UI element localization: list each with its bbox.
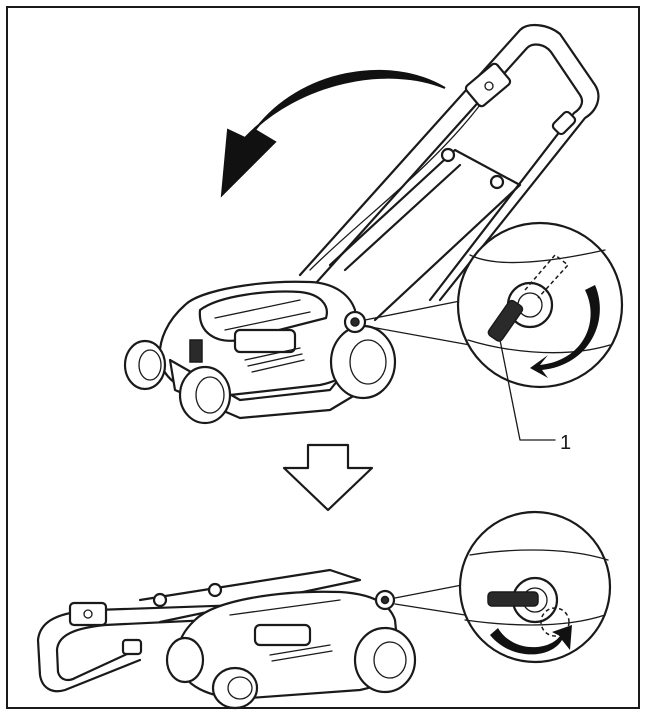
detail-circle-top (456, 221, 624, 389)
switch-box-icon-folded (68, 601, 108, 627)
lock-knob-icon (487, 299, 524, 342)
mower-folded (36, 568, 417, 710)
switch-box-icon (464, 62, 512, 108)
curved-arrow-left-icon (220, 69, 446, 198)
rear-wheel (329, 324, 397, 400)
front-wheel-2 (178, 365, 232, 425)
lock-knob-icon-locked (487, 591, 539, 607)
down-arrow-icon (282, 443, 374, 512)
rotate-clockwise-icon-2 (490, 625, 572, 655)
mower-upright (123, 24, 600, 425)
detail-circle-bottom (458, 510, 612, 664)
figure-frame (6, 6, 640, 709)
callout-number-1: 1 (560, 432, 572, 454)
front-wheel (123, 339, 167, 391)
rotate-clockwise-icon (530, 285, 600, 378)
